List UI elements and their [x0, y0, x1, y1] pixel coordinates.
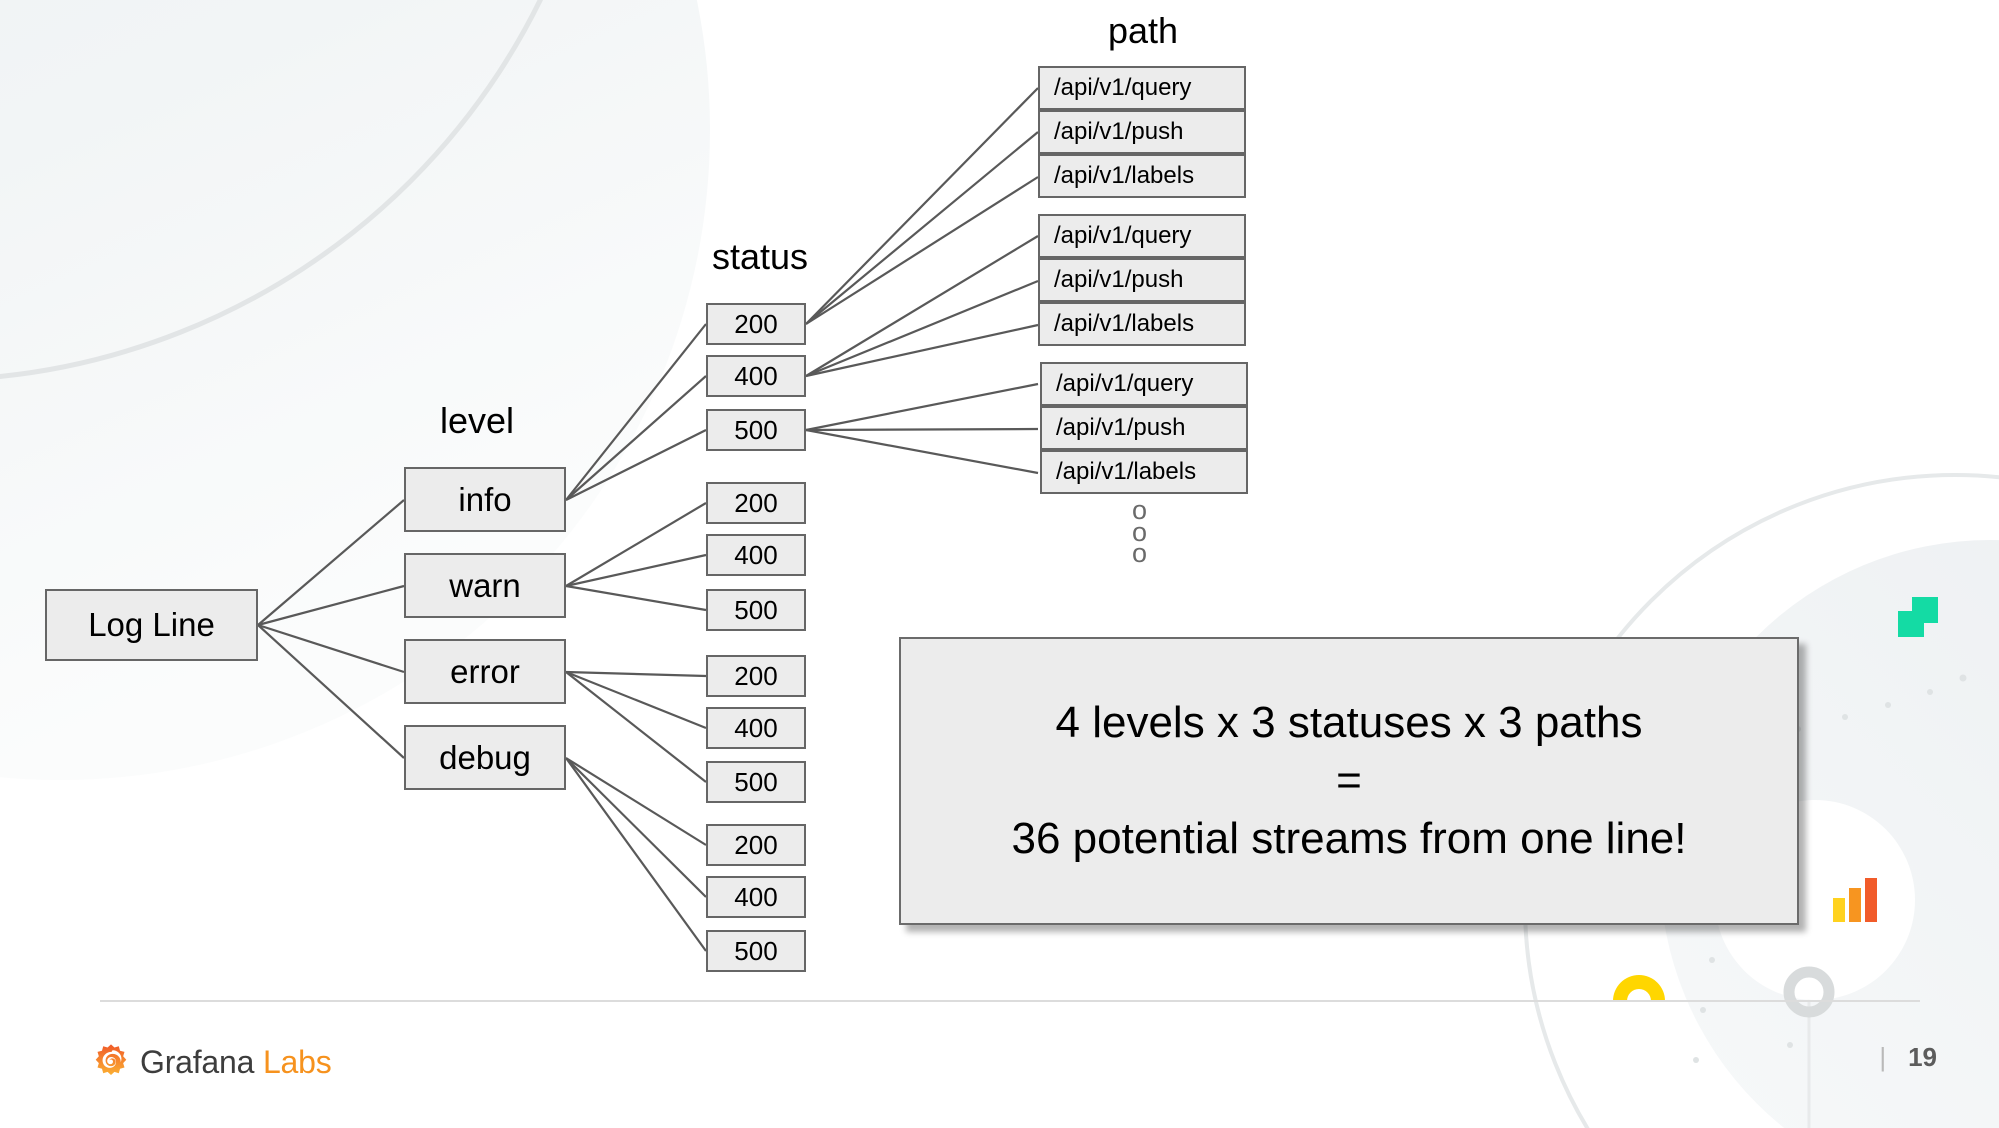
grafana-labs-logo: Grafana Labs	[92, 1043, 332, 1081]
column-header-status: status	[712, 236, 809, 277]
callout-line-2: =	[1336, 755, 1362, 805]
node-path-query[interactable]: /api/v1/query	[1038, 214, 1246, 258]
node-level-debug[interactable]: debug	[404, 725, 566, 790]
callout-line-1: 4 levels x 3 statuses x 3 paths	[1055, 697, 1643, 747]
callout-line-3: 36 potential streams from one line!	[1011, 814, 1687, 864]
continuation-dot: o	[1132, 516, 1148, 547]
node-level-warn[interactable]: warn	[404, 553, 566, 618]
page-footer: | 19	[1879, 1042, 1937, 1073]
node-path-labels[interactable]: /api/v1/labels	[1038, 154, 1246, 198]
node-status-200[interactable]: 200	[706, 482, 806, 524]
node-path-push[interactable]: /api/v1/push	[1038, 258, 1246, 302]
column-header-level: level	[440, 400, 515, 441]
node-status-500[interactable]: 500	[706, 930, 806, 972]
bar-chart-icon	[1833, 878, 1877, 922]
page-separator: |	[1879, 1042, 1887, 1072]
node-level-error[interactable]: error	[404, 639, 566, 704]
node-status-500[interactable]: 500	[706, 761, 806, 803]
node-status-200[interactable]: 200	[706, 655, 806, 697]
node-path-labels[interactable]: /api/v1/labels	[1040, 450, 1248, 494]
node-status-400[interactable]: 400	[706, 534, 806, 576]
continuation-dot: o	[1132, 538, 1148, 569]
node-path-push[interactable]: /api/v1/push	[1038, 110, 1246, 154]
continuation-dot: o	[1132, 495, 1148, 525]
node-status-400[interactable]: 400	[706, 355, 806, 397]
node-log-line[interactable]: Log Line	[45, 589, 258, 661]
footer-divider	[100, 1000, 1920, 1002]
logo-suffix: Labs	[262, 1043, 332, 1080]
teal-squares-icon	[1898, 597, 1938, 637]
node-level-info[interactable]: info	[404, 467, 566, 532]
logo-wordmark: Grafana Labs	[140, 1044, 332, 1081]
column-header-path: path	[1108, 10, 1179, 51]
yellow-arc-icon	[1613, 975, 1665, 1001]
summary-callout: 4 levels x 3 statuses x 3 paths = 36 pot…	[899, 637, 1799, 925]
continuation-marker: o o o	[1132, 495, 1148, 569]
grafana-spiral-icon	[95, 1044, 127, 1076]
node-status-400[interactable]: 400	[706, 707, 806, 749]
node-status-200[interactable]: 200	[706, 824, 806, 866]
page-number: 19	[1908, 1042, 1937, 1072]
node-status-400[interactable]: 400	[706, 876, 806, 918]
logo-brand: Grafana	[140, 1043, 255, 1080]
node-path-query[interactable]: /api/v1/query	[1038, 66, 1246, 110]
node-status-200[interactable]: 200	[706, 303, 806, 345]
node-path-query[interactable]: /api/v1/query	[1040, 362, 1248, 406]
node-path-labels[interactable]: /api/v1/labels	[1038, 302, 1246, 346]
node-status-500[interactable]: 500	[706, 589, 806, 631]
node-status-500[interactable]: 500	[706, 409, 806, 451]
gray-ring-icon	[1783, 966, 1835, 1018]
node-path-push[interactable]: /api/v1/push	[1040, 406, 1248, 450]
